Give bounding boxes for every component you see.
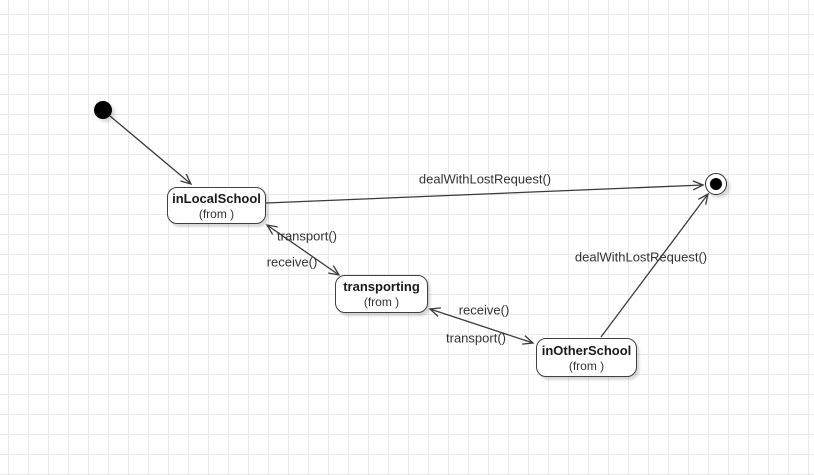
transition-label-transport-lower: transport() [446,330,506,346]
transition-label-dealwithlostrequest-right: dealWithLostRequest() [574,249,708,265]
final-state-inner-dot [710,178,722,190]
transition-inlocalschool-to-final[interactable] [265,185,703,204]
transition-label-receive-lower: receive() [458,302,510,318]
state-name: transporting [343,279,420,294]
transition-transporting-inotherschool[interactable] [430,309,533,343]
transition-initial-to-inlocalschool[interactable] [109,115,191,184]
transition-label-transport-upper: transport() [277,228,337,244]
state-from-clause: (from ) [568,358,605,373]
transition-inotherschool-to-final[interactable] [600,194,708,338]
transition-label-receive-upper: receive() [266,254,318,270]
state-name: inOtherSchool [541,342,632,358]
transition-inlocalschool-transporting[interactable] [267,225,339,275]
final-state[interactable] [705,173,727,195]
transition-label-dealwithlostrequest-top: dealWithLostRequest() [418,171,552,187]
state-from-clause: (from ) [198,206,235,221]
state-inotherschool[interactable]: inOtherSchool (from ) [536,338,637,377]
state-from-clause: (from ) [363,295,400,309]
state-inlocalschool[interactable]: inLocalSchool (from ) [167,187,266,224]
state-name: inLocalSchool [172,190,261,206]
initial-state[interactable] [94,101,112,119]
state-transporting[interactable]: transporting (from ) [335,275,428,313]
